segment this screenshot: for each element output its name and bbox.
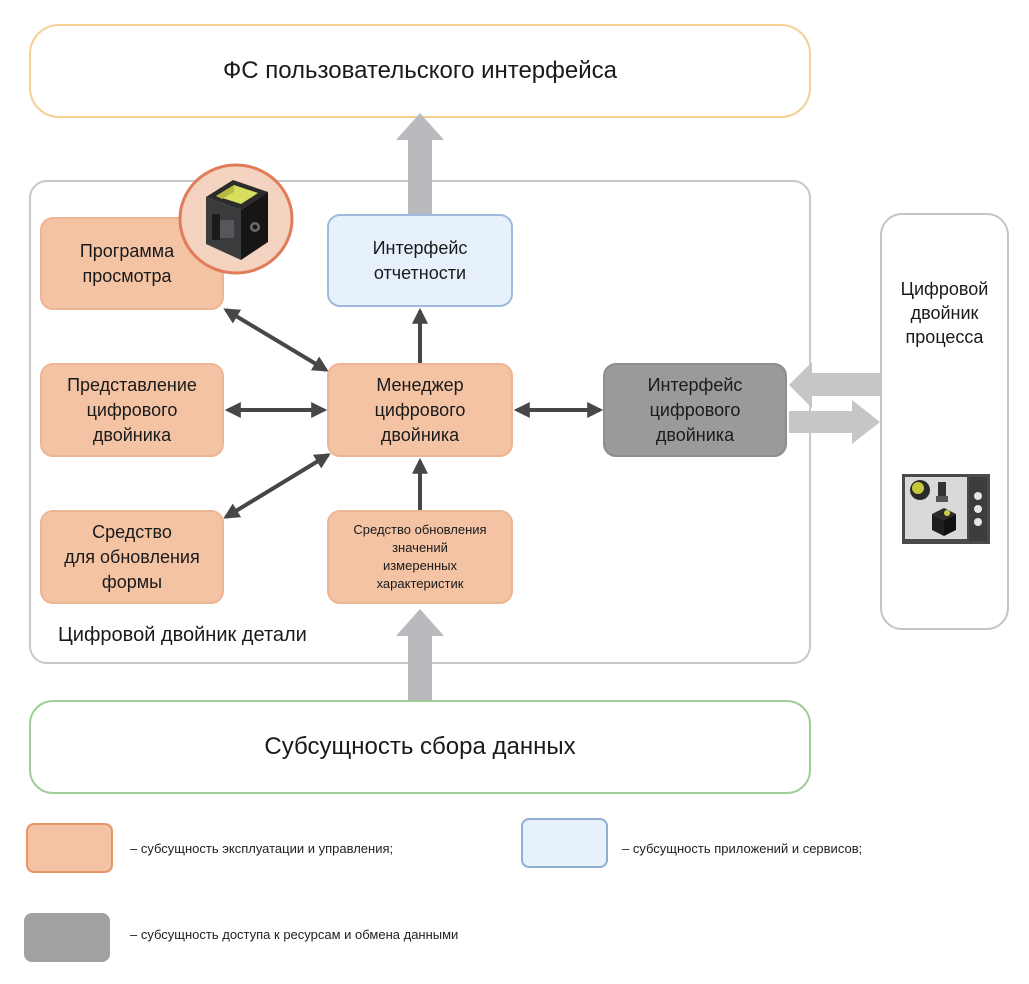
node-representation-line: цифрового <box>86 399 178 420</box>
node-representation[interactable]: Представление цифрового двойника <box>40 363 224 457</box>
legend-text-access: – субсущность доступа к ресурсам и обмен… <box>130 926 459 942</box>
node-shape-update-line: для обновления <box>64 546 200 567</box>
node-shape-update-line: Средство <box>92 521 172 542</box>
node-manager-line: двойника <box>380 424 460 445</box>
node-measured-update-line: характеристик <box>376 576 464 591</box>
legend-text-application: – субсущность приложений и сервисов; <box>622 840 863 856</box>
process-twin-label: Цифровой двойник процесса <box>880 277 1009 349</box>
node-viewer-line: Программа <box>79 240 175 261</box>
node-manager[interactable]: Менеджер цифрового двойника <box>327 363 513 457</box>
edge-shape-manager <box>223 453 331 519</box>
node-reporting[interactable]: Интерфейс отчетности <box>327 214 513 307</box>
node-shape-update-line: формы <box>101 571 163 592</box>
process-twin-label-line: двойник <box>910 303 979 323</box>
flow-arrow-from-data <box>396 609 444 700</box>
part-twin-label: Цифровой двойник детали <box>58 624 307 646</box>
process-twin-label-line: процесса <box>905 327 984 347</box>
node-shape-update[interactable]: Средство для обновления формы <box>40 510 224 604</box>
flow-arrow-interface-to-process <box>789 400 880 444</box>
data-collection-box[interactable]: Субсущность сбора данных <box>29 700 811 794</box>
node-measured-update-line: Средство обновления <box>353 522 487 537</box>
node-twin-interface[interactable]: Интерфейс цифрового двойника <box>603 363 787 457</box>
node-viewer-line: просмотра <box>82 265 172 286</box>
legend-swatch-access <box>24 913 110 962</box>
node-measured-update[interactable]: Средство обновления значений измеренных … <box>327 510 513 604</box>
node-representation-line: двойника <box>92 424 172 445</box>
data-collection-label: Субсущность сбора данных <box>264 733 576 760</box>
flow-arrow-to-ui <box>396 113 444 214</box>
node-measured-update-line: измеренных <box>382 558 458 573</box>
legend-swatch-application <box>521 818 608 868</box>
legend-text-operation: – субсущность эксплуатации и управления; <box>130 840 394 856</box>
node-manager-line: цифрового <box>374 399 466 420</box>
node-twin-interface-line: цифрового <box>649 399 741 420</box>
node-twin-interface-line: двойника <box>655 424 735 445</box>
process-twin-label-line: Цифровой <box>900 279 989 299</box>
ui-entity-label: ФС пользовательского интерфейса <box>222 57 618 84</box>
node-measured-update-line: значений <box>392 540 448 555</box>
cube-icon <box>176 162 296 277</box>
edge-viewer-manager <box>223 308 329 372</box>
legend-swatch-operation <box>26 823 113 873</box>
node-reporting-line: отчетности <box>373 262 467 283</box>
process-monitor-icon <box>902 474 990 544</box>
node-reporting-line: Интерфейс <box>372 237 468 258</box>
node-twin-interface-line: Интерфейс <box>647 374 743 395</box>
process-twin-frame[interactable] <box>880 213 1009 630</box>
node-manager-line: Менеджер <box>376 374 464 395</box>
node-representation-line: Представление <box>67 374 197 395</box>
ui-entity-box[interactable]: ФС пользовательского интерфейса <box>29 24 811 118</box>
flow-arrow-process-to-interface <box>789 362 880 408</box>
